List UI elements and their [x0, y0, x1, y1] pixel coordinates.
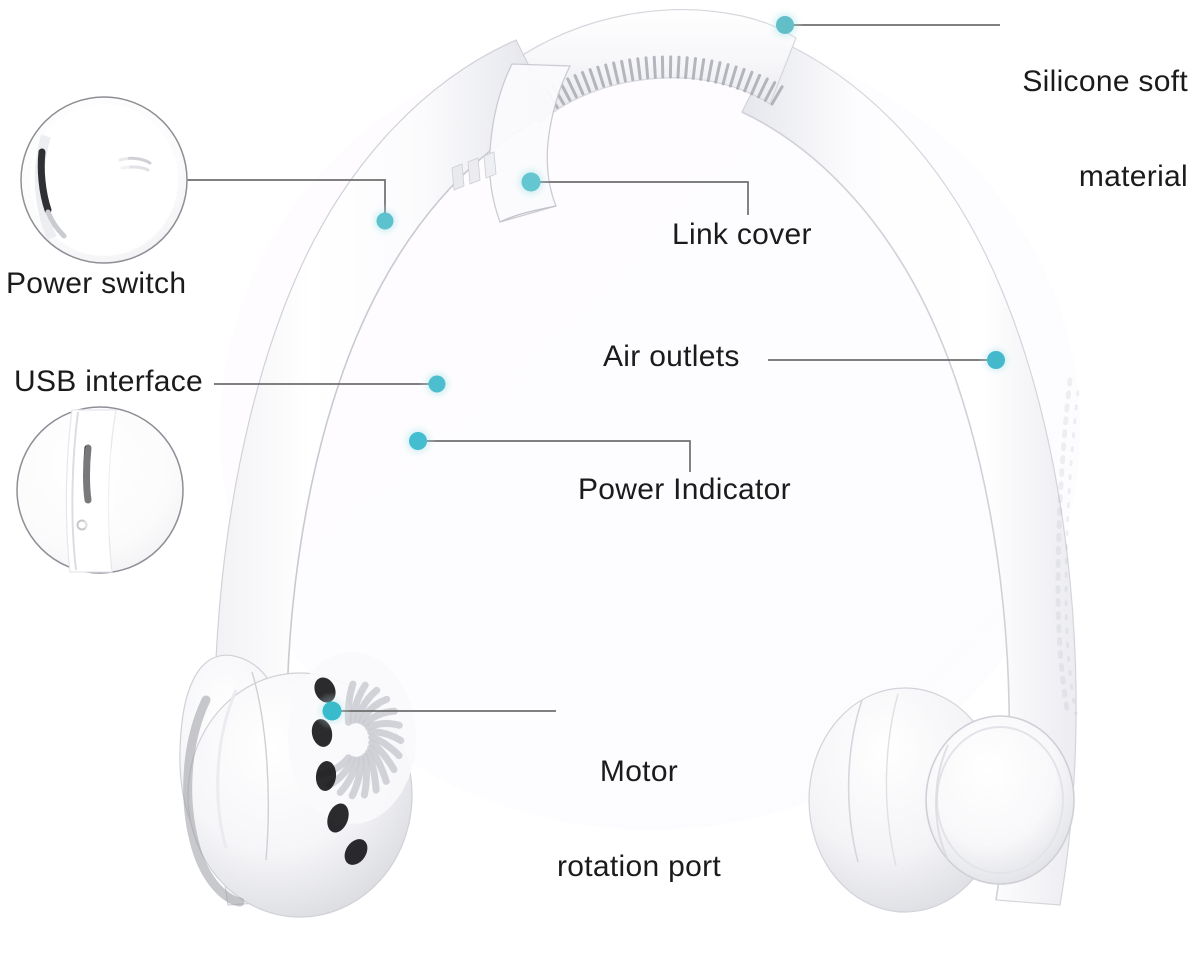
right-arm-watermark: [1055, 377, 1080, 719]
silicone-vent-tick: [596, 65, 606, 88]
callout-label-motor-line2: rotation port: [557, 849, 721, 883]
motor-port-blade: [368, 733, 403, 760]
callout-label-silicone-line1: Silicone soft: [1022, 64, 1188, 98]
ambient-halo: [220, 30, 1080, 830]
marker-silicone-soft-material[interactable]: [766, 6, 804, 44]
silicone-vent-tick: [728, 65, 738, 88]
top-arc-band: [511, 9, 797, 123]
callout-label-silicone-soft-material: Silicone soft material: [1022, 2, 1188, 256]
silicone-vent-tick: [628, 58, 635, 82]
silicone-vent-tick: [750, 73, 762, 96]
silicone-vent-tick: [620, 59, 627, 83]
silicone-vent-tick: [604, 63, 613, 86]
callout-label-air-outlets: Air outlets: [603, 340, 740, 373]
power-switch-slot: [37, 148, 52, 214]
motor-port-blade: [367, 728, 405, 744]
silicone-vent-tick: [676, 55, 681, 79]
silicone-vent-tick: [612, 61, 620, 84]
power-switch-inset[interactable]: [20, 96, 188, 264]
power-switch-button: [451, 151, 497, 191]
silicone-vent-tick: [566, 77, 578, 99]
right-cap-round-cover: [925, 715, 1075, 885]
motor-port-blade: [349, 681, 369, 724]
silicone-vent-tick: [757, 77, 769, 99]
marker-power-indicator[interactable]: [399, 422, 437, 460]
motor-port-blade: [357, 695, 391, 725]
motor-port-intake-hole: [315, 761, 337, 791]
callout-label-motor-rotation-port: Motor rotation port: [557, 692, 721, 946]
neck-fan-body: [179, 9, 1080, 918]
silicone-vent-tick: [573, 74, 585, 96]
silicone-vent-tick: [743, 70, 754, 93]
right-end-cap: [808, 687, 1075, 913]
callout-label-motor-line1: Motor: [599, 754, 679, 788]
silicone-vent-tick: [763, 81, 777, 102]
silicone-vent-tick: [636, 57, 642, 81]
marker-link-cover[interactable]: [511, 162, 551, 202]
detail-insets: [16, 96, 188, 574]
marker-motor-rotation-port[interactable]: [313, 692, 351, 730]
callout-label-usb-interface: USB interface: [14, 365, 203, 398]
marker-usb-interface[interactable]: [419, 366, 455, 402]
silicone-vent-tick: [588, 68, 599, 91]
silicone-vent-tick: [706, 59, 714, 83]
motor-port-blade: [368, 739, 398, 774]
leader-power-indicator: [426, 440, 691, 472]
callout-label-link-cover: Link cover: [672, 218, 812, 251]
silicone-vent-tick: [644, 56, 650, 80]
usb-inset-screw: [76, 519, 88, 531]
motor-port-blade: [367, 744, 390, 785]
usb-strap: [65, 409, 117, 573]
leader-link-cover: [540, 181, 749, 215]
callout-markers: [313, 6, 1014, 730]
usb-interface-inset[interactable]: [16, 406, 184, 574]
usb-c-slot: [83, 444, 92, 504]
marker-air-outlets[interactable]: [978, 342, 1014, 378]
silicone-vent-tick: [691, 57, 697, 80]
callout-leaders: [186, 24, 1000, 712]
motor-port-blade: [336, 756, 361, 796]
marker-power-switch[interactable]: [367, 203, 403, 239]
motor-port-blade: [364, 749, 380, 794]
motor-port-blade: [360, 752, 370, 799]
callout-label-silicone-line2: material: [1078, 159, 1188, 193]
silicone-vent-tick: [736, 67, 746, 90]
left-cap-rim-shadow: [183, 695, 245, 907]
silicone-vent-tick: [770, 85, 784, 106]
silicone-vent-tick: [652, 55, 657, 79]
motor-port-intake-hole: [327, 803, 349, 833]
motor-port-blade: [353, 686, 381, 724]
callout-label-power-switch: Power switch: [6, 267, 187, 300]
silicone-vent-tick: [581, 71, 592, 93]
silicone-vent-tick: [684, 56, 689, 80]
motor-port-intake-hole: [344, 839, 368, 865]
callout-label-power-indicator: Power Indicator: [578, 473, 791, 506]
link-cover-panel: [488, 63, 572, 223]
leader-power-switch: [186, 179, 386, 214]
silicone-vent-tick: [721, 63, 730, 86]
left-end-cap: [179, 652, 416, 918]
motor-port-blade: [348, 755, 365, 800]
silicone-vent-tick: [714, 61, 722, 84]
silicone-vent-tick: [699, 58, 706, 81]
motor-port-blade: [364, 720, 403, 731]
